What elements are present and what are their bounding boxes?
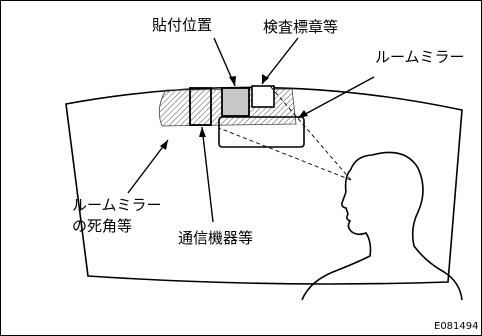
- mounting-position-box: [221, 87, 250, 117]
- sight-line-upper: [269, 85, 352, 181]
- figure-code: E081494: [434, 321, 479, 332]
- label-mounting-position: 貼付位置: [152, 16, 213, 34]
- inspection-sticker-box: [251, 85, 275, 108]
- label-room-mirror: ルームミラー: [375, 48, 465, 66]
- label-communication-device: 通信機器等: [178, 229, 254, 247]
- sight-line-lower: [218, 127, 352, 181]
- windshield-outline: [65, 86, 463, 285]
- label-blind-spot-line1: ルームミラー: [72, 196, 162, 214]
- arrow-blind-spot: [160, 140, 168, 150]
- label-blind-spot-line2: の死角等: [72, 217, 133, 235]
- label-inspection-sticker: 検査標章等: [263, 18, 339, 36]
- leader-inspection: [261, 37, 299, 85]
- arrow-room-mirror: [298, 110, 308, 118]
- arrow-communication: [199, 127, 206, 137]
- communication-device-box: [189, 87, 212, 126]
- leader-room-mirror: [297, 76, 375, 119]
- leader-blind-spot: [127, 139, 169, 194]
- driver-head-outline: [301, 151, 463, 301]
- arrow-inspection: [262, 74, 269, 84]
- leader-communication: [201, 126, 214, 223]
- arrow-mounting: [229, 76, 236, 86]
- room-mirror-shape: [218, 116, 305, 148]
